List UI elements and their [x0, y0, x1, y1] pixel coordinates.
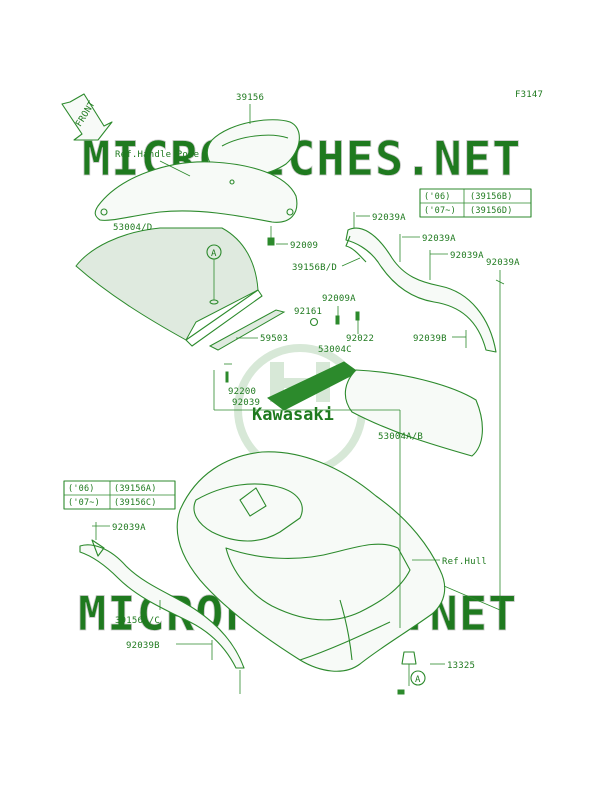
label-39156: 39156	[236, 93, 264, 103]
label-92009a: 92009A	[322, 294, 356, 304]
mat-53004ab	[267, 361, 483, 457]
side-panel-39156ac	[79, 539, 245, 669]
label-53004ab: 53004A/B	[378, 432, 423, 442]
left-table-year-1: ('06)	[68, 484, 95, 494]
screw-92022	[355, 311, 360, 321]
label-92039a-1: 92039A	[372, 213, 406, 223]
washer-92161	[309, 317, 319, 327]
label-53004d: 53004/D	[113, 223, 152, 233]
variant-table-right: ('06) (39156B) ('07~) (39156D)	[419, 188, 532, 218]
label-92200: 92200	[228, 387, 256, 397]
left-table-part-2: (39156C)	[114, 498, 157, 508]
fastener-92200	[225, 371, 229, 383]
callout-a-upper: A	[206, 244, 222, 305]
screw-92009a	[335, 315, 340, 325]
side-panel-39156bd	[345, 227, 497, 353]
callout-a-upper-label: A	[211, 249, 217, 259]
label-92039a-3: 92039A	[450, 251, 484, 261]
watermark-brand-word: Kawasaki	[252, 405, 334, 425]
right-table-part-2: (39156D)	[470, 206, 513, 216]
label-92039b-2: 92039B	[126, 641, 160, 651]
label-92161: 92161	[294, 307, 322, 317]
front-arrow-icon: FRONT	[61, 93, 113, 141]
figure-code: F3147	[515, 90, 543, 100]
right-table-year-2: ('07~)	[424, 206, 456, 216]
label-ref-handle-pole: Ref.Handle Pole	[115, 150, 199, 160]
plug-13325: A	[397, 651, 426, 695]
label-92022: 92022	[346, 334, 374, 344]
label-92039a-5: 92039A	[112, 523, 146, 533]
strip-59503	[208, 309, 286, 351]
bolt-92009	[267, 226, 275, 246]
right-table-part-1: (39156B)	[470, 192, 513, 202]
label-53004c: 53004C	[318, 345, 352, 355]
left-table-part-1: (39156A)	[114, 484, 157, 494]
hull-ref	[176, 451, 446, 672]
label-39156bd: 39156B/D	[292, 263, 337, 273]
callout-a-lower-label: A	[415, 675, 421, 685]
label-92039a-4: 92039A	[486, 258, 520, 268]
label-59503: 59503	[260, 334, 288, 344]
label-39156ac: 39156A/C	[115, 616, 160, 626]
label-92009: 92009	[290, 241, 318, 251]
label-ref-hull: Ref.Hull	[442, 557, 487, 567]
label-13325: 13325	[447, 661, 475, 671]
handle-pole-ref	[94, 161, 298, 223]
right-table-year-1: ('06)	[424, 192, 451, 202]
label-92039: 92039	[232, 398, 260, 408]
label-92039a-2: 92039A	[422, 234, 456, 244]
mat-53004d	[75, 227, 263, 347]
variant-table-left: ('06) (39156A) ('07~) (39156C)	[63, 480, 176, 510]
label-92039b-1: 92039B	[413, 334, 447, 344]
left-table-year-2: ('07~)	[68, 498, 100, 508]
